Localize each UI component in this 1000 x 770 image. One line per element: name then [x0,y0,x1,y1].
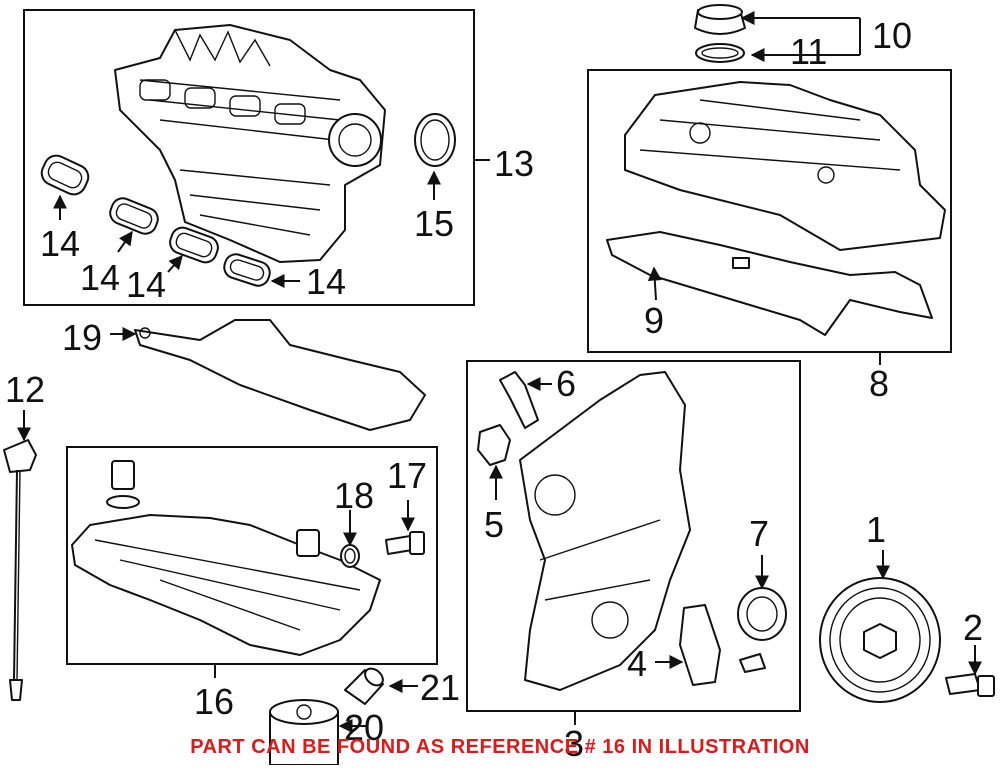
timing-chain-cover-part [519,371,691,691]
callout-14-b: 14 [80,257,121,298]
cover-gasket-part [477,424,511,466]
callout-15: 15 [414,203,455,244]
callout-3: 3 [564,723,585,764]
intake-port-gaskets [40,154,271,287]
pulley-bolt-part [945,673,981,695]
pulley-bolt-head [977,675,995,697]
callout-4: 4 [627,643,648,684]
group-box-16 [66,446,438,665]
callout-8: 8 [869,363,890,404]
callout-19: 19 [62,317,103,358]
callout-13: 13 [494,143,535,184]
callout-5: 5 [484,504,505,545]
group-box-3 [466,360,801,712]
engine-bracket-part [134,319,426,431]
oil-dipstick-part [3,439,37,701]
crankshaft-pulley-part [819,577,941,703]
leader-lines [17,11,982,733]
filter-fitting-part [344,667,384,705]
callout-17: 17 [387,455,428,496]
callout-10: 10 [872,15,913,56]
group-box-13 [23,9,475,306]
callout-14-c: 14 [126,264,167,305]
callout-12: 12 [5,369,46,410]
callout-2: 2 [963,607,984,648]
cover-bolt-part [739,653,766,673]
callout-16: 16 [194,681,235,722]
valve-cover-gasket-part [606,231,933,336]
callout-18: 18 [334,475,375,516]
callout-14-d: 14 [306,261,347,302]
reference-note: PART CAN BE FOUND AS REFERENCE # 16 IN I… [190,736,810,758]
callout-21: 21 [420,667,461,708]
group-box-8 [587,69,952,353]
callout-14-a: 14 [40,223,81,264]
callout-1: 1 [866,509,887,550]
callout-6: 6 [556,363,577,404]
intake-manifold-part [114,24,386,263]
callout-11: 11 [790,31,828,72]
valve-cover-part [624,81,946,251]
cover-plate-part [679,604,721,686]
throttle-gasket-part [414,113,456,167]
callout-7: 7 [749,513,770,554]
oil-pan-part [71,460,425,656]
callout-20: 20 [344,707,385,748]
oil-filler-cap-part [694,4,746,63]
gasket-grommet-part [732,257,750,269]
crankshaft-seal-part [737,587,787,641]
oil-filter-part [269,699,339,766]
callout-9: 9 [644,300,665,341]
cover-seal-part [499,371,539,429]
